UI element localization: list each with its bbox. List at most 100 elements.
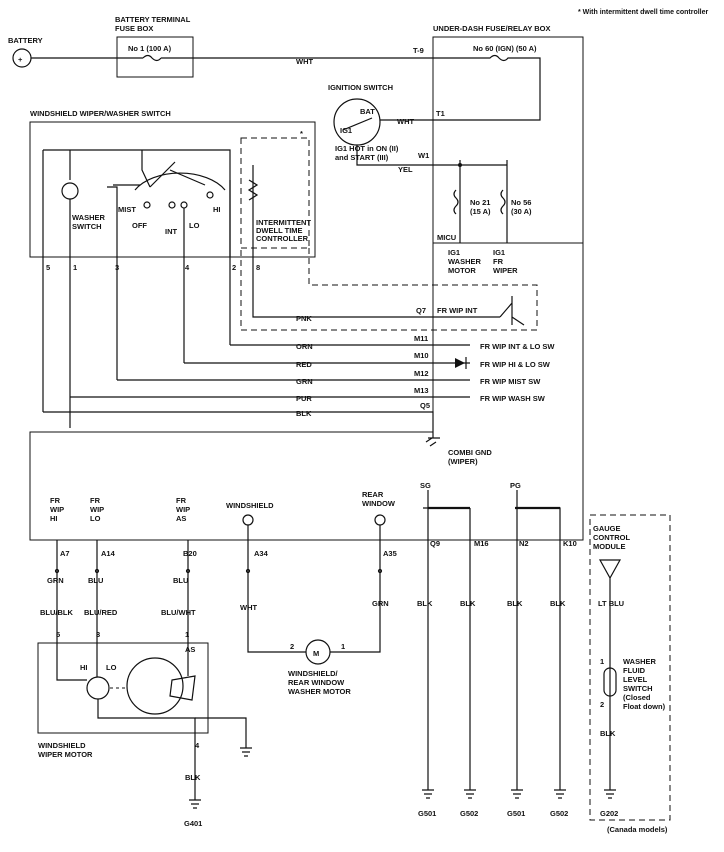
svg-text:T1: T1: [436, 109, 445, 118]
svg-text:WIP: WIP: [90, 505, 104, 514]
svg-text:ORN: ORN: [296, 342, 313, 351]
svg-text:WASHER: WASHER: [623, 657, 657, 666]
svg-text:M10: M10: [414, 351, 429, 360]
svg-text:BLU/RED: BLU/RED: [84, 608, 118, 617]
svg-text:GRN: GRN: [47, 576, 64, 585]
svg-text:4: 4: [185, 263, 190, 272]
svg-text:Q5: Q5: [420, 401, 430, 410]
svg-text:HI: HI: [50, 514, 58, 523]
svg-text:YEL: YEL: [398, 165, 413, 174]
svg-text:HI: HI: [80, 663, 88, 672]
svg-text:(30 A): (30 A): [511, 207, 532, 216]
svg-text:WIP: WIP: [176, 505, 190, 514]
svg-text:3: 3: [115, 263, 119, 272]
svg-text:IG1: IG1: [340, 126, 352, 135]
svg-text:No 60 (IGN) (50 A): No 60 (IGN) (50 A): [473, 44, 537, 53]
svg-text:No 21: No 21: [470, 198, 490, 207]
svg-text:FR WIP WASH SW: FR WIP WASH SW: [480, 394, 546, 403]
svg-text:(Closed: (Closed: [623, 693, 651, 702]
svg-text:M12: M12: [414, 369, 429, 378]
svg-text:Q7: Q7: [416, 306, 426, 315]
underdash-title: UNDER-DASH FUSE/RELAY BOX: [433, 24, 551, 33]
svg-text:WHT: WHT: [397, 117, 414, 126]
svg-text:1: 1: [73, 263, 77, 272]
svg-text:and START (III): and START (III): [335, 153, 389, 162]
svg-text:FR: FR: [176, 496, 187, 505]
svg-text:BLU/BLK: BLU/BLK: [40, 608, 73, 617]
svg-text:FR WIP MIST SW: FR WIP MIST SW: [480, 377, 541, 386]
svg-text:W1: W1: [418, 151, 429, 160]
fuse-no1: No 1 (100 A): [128, 44, 172, 53]
svg-text:WHT: WHT: [296, 57, 313, 66]
svg-text:FUSE BOX: FUSE BOX: [115, 24, 153, 33]
svg-text:HI: HI: [213, 205, 221, 214]
svg-text:N2: N2: [519, 539, 529, 548]
svg-text:LO: LO: [106, 663, 117, 672]
svg-text:PG: PG: [510, 481, 521, 490]
svg-text:M: M: [313, 649, 319, 658]
svg-text:WASHER: WASHER: [448, 257, 482, 266]
svg-text:M16: M16: [474, 539, 489, 548]
svg-text:T-9: T-9: [413, 46, 424, 55]
svg-text:BLU/WHT: BLU/WHT: [161, 608, 196, 617]
svg-text:WINDSHIELD/: WINDSHIELD/: [288, 669, 338, 678]
battery-label: BATTERY: [8, 36, 43, 45]
svg-text:LEVEL: LEVEL: [623, 675, 648, 684]
svg-text:CONTROLLER: CONTROLLER: [256, 234, 309, 243]
svg-text:8: 8: [256, 263, 260, 272]
svg-text:(Canada models): (Canada models): [607, 825, 668, 834]
svg-text:PNK: PNK: [296, 314, 312, 323]
svg-text:AS: AS: [185, 645, 195, 654]
svg-text:MOTOR: MOTOR: [448, 266, 476, 275]
svg-text:A35: A35: [383, 549, 397, 558]
svg-text:FR: FR: [50, 496, 61, 505]
svg-text:BLU: BLU: [88, 576, 103, 585]
svg-text:LO: LO: [189, 221, 200, 230]
svg-text:2: 2: [232, 263, 236, 272]
svg-text:CONTROL: CONTROL: [593, 533, 630, 542]
svg-text:WHT: WHT: [240, 603, 257, 612]
svg-text:+: +: [18, 55, 23, 64]
svg-text:1: 1: [341, 642, 345, 651]
battery-terminal-fuse-box: [116, 36, 194, 78]
svg-text:WIPER: WIPER: [493, 266, 518, 275]
svg-text:B20: B20: [183, 549, 197, 558]
svg-text:LT BLU: LT BLU: [598, 599, 624, 608]
svg-text:No 56: No 56: [511, 198, 531, 207]
svg-text:FR WIP INT: FR WIP INT: [437, 306, 478, 315]
svg-text:WINDOW: WINDOW: [362, 499, 396, 508]
svg-text:BLK: BLK: [460, 599, 476, 608]
wiper-cam: [126, 657, 184, 715]
wiper-washer-switch: [29, 121, 316, 258]
svg-text:(15 A): (15 A): [470, 207, 491, 216]
svg-text:INTERMITTENT: INTERMITTENT: [256, 218, 311, 227]
svg-text:MIST: MIST: [118, 205, 136, 214]
svg-text:BLK: BLK: [600, 729, 616, 738]
svg-text:A7: A7: [60, 549, 70, 558]
svg-text:INT: INT: [165, 227, 178, 236]
svg-text:FR: FR: [90, 496, 101, 505]
svg-text:IG1: IG1: [493, 248, 505, 257]
svg-text:BLK: BLK: [296, 409, 312, 418]
svg-text:RED: RED: [296, 360, 312, 369]
svg-text:WINDSHIELD: WINDSHIELD: [226, 501, 274, 510]
svg-text:4: 4: [195, 741, 200, 750]
svg-text:2: 2: [600, 700, 604, 709]
ignition-title: IGNITION SWITCH: [328, 83, 393, 92]
svg-text:K10: K10: [563, 539, 577, 548]
svg-text:FLUID: FLUID: [623, 666, 646, 675]
svg-text:WASHER MOTOR: WASHER MOTOR: [288, 687, 351, 696]
svg-text:GRN: GRN: [296, 377, 313, 386]
svg-text:2: 2: [290, 642, 294, 651]
svg-text:WIP: WIP: [50, 505, 64, 514]
svg-text:WIPER MOTOR: WIPER MOTOR: [38, 750, 93, 759]
svg-text:MODULE: MODULE: [593, 542, 626, 551]
svg-text:Q9: Q9: [430, 539, 440, 548]
svg-text:G502: G502: [460, 809, 478, 818]
svg-text:SWITCH: SWITCH: [623, 684, 653, 693]
svg-text:GAUGE: GAUGE: [593, 524, 621, 533]
svg-text:AS: AS: [176, 514, 186, 523]
svg-text:BLK: BLK: [417, 599, 433, 608]
fuse-symbol: [117, 54, 193, 62]
svg-text:BLK: BLK: [550, 599, 566, 608]
